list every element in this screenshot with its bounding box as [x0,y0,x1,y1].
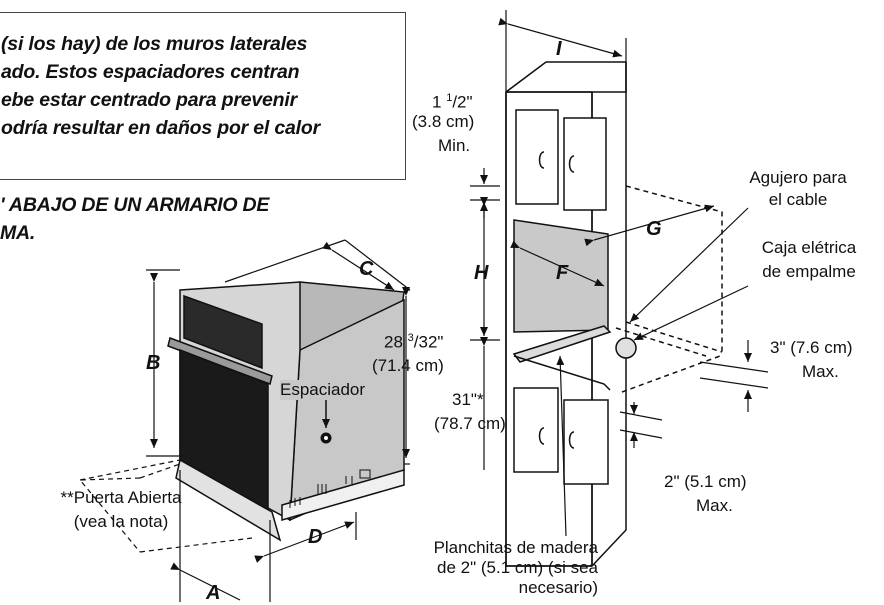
oven-drawing [167,281,405,542]
max-2in-label: 2" (5.1 cm) [664,472,747,491]
spacer-label: Espaciador [280,380,366,400]
min-gap-min-label: Min. [438,136,471,155]
min-gap-cm-label: (3.8 cm) [412,112,475,131]
instruction-note-box: (si los hay) de los muros laterales ado.… [0,12,406,180]
cable-hole-label-2: el cable [768,190,828,209]
dimension-b-label: B [146,352,161,374]
max-3in-max-label: Max. [802,362,839,381]
note-line-2: ado. Estos espaciadores centran [1,61,300,83]
boards-label-2: de 2" (5.1 cm) (si sea [437,558,598,577]
max-2in-max-label: Max. [696,496,733,515]
note-line-3: ebe estar centrado para prevenir [1,89,297,111]
dimension-d-label: D [308,526,323,548]
note-line-4: odría resultar en daños por el calor [1,117,320,139]
height-cm-label: (71.4 cm) [372,356,444,375]
min-gap-label: 1 1/2" [432,92,473,112]
junction-box-label-1: Caja elétrica [761,238,857,257]
junction-box-label-2: de empalme [762,262,856,281]
floor-height-label: 31"* [452,390,484,409]
dimension-a-label: A [206,582,221,604]
dimension-f-label: F [556,262,569,284]
cable-hole-label-1: Agujero para [749,168,847,187]
section-heading-line-1: ' ABAJO DE UN ARMARIO DE [0,194,270,216]
section-heading-line-2: MA. [0,222,36,244]
dimension-h-label: H [474,262,489,284]
dimension-i-label: I [556,38,562,60]
note-line-1: (si los hay) de los muros laterales [1,33,308,55]
dimension-c-label: C [359,258,374,280]
door-open-label: **Puerta Abierta [60,488,182,507]
max-3in-label: 3" (7.6 cm) [770,338,853,357]
dimension-g-label: G [646,218,662,240]
boards-label-3: necesario) [518,578,598,597]
door-note-label: (vea la nota) [73,512,169,531]
height-label: 28 3/32" [384,332,444,352]
oven-vent-marks [289,469,371,508]
boards-label-1: Planchitas de madera [433,538,598,557]
floor-height-cm-label: (78.7 cm) [434,414,506,433]
